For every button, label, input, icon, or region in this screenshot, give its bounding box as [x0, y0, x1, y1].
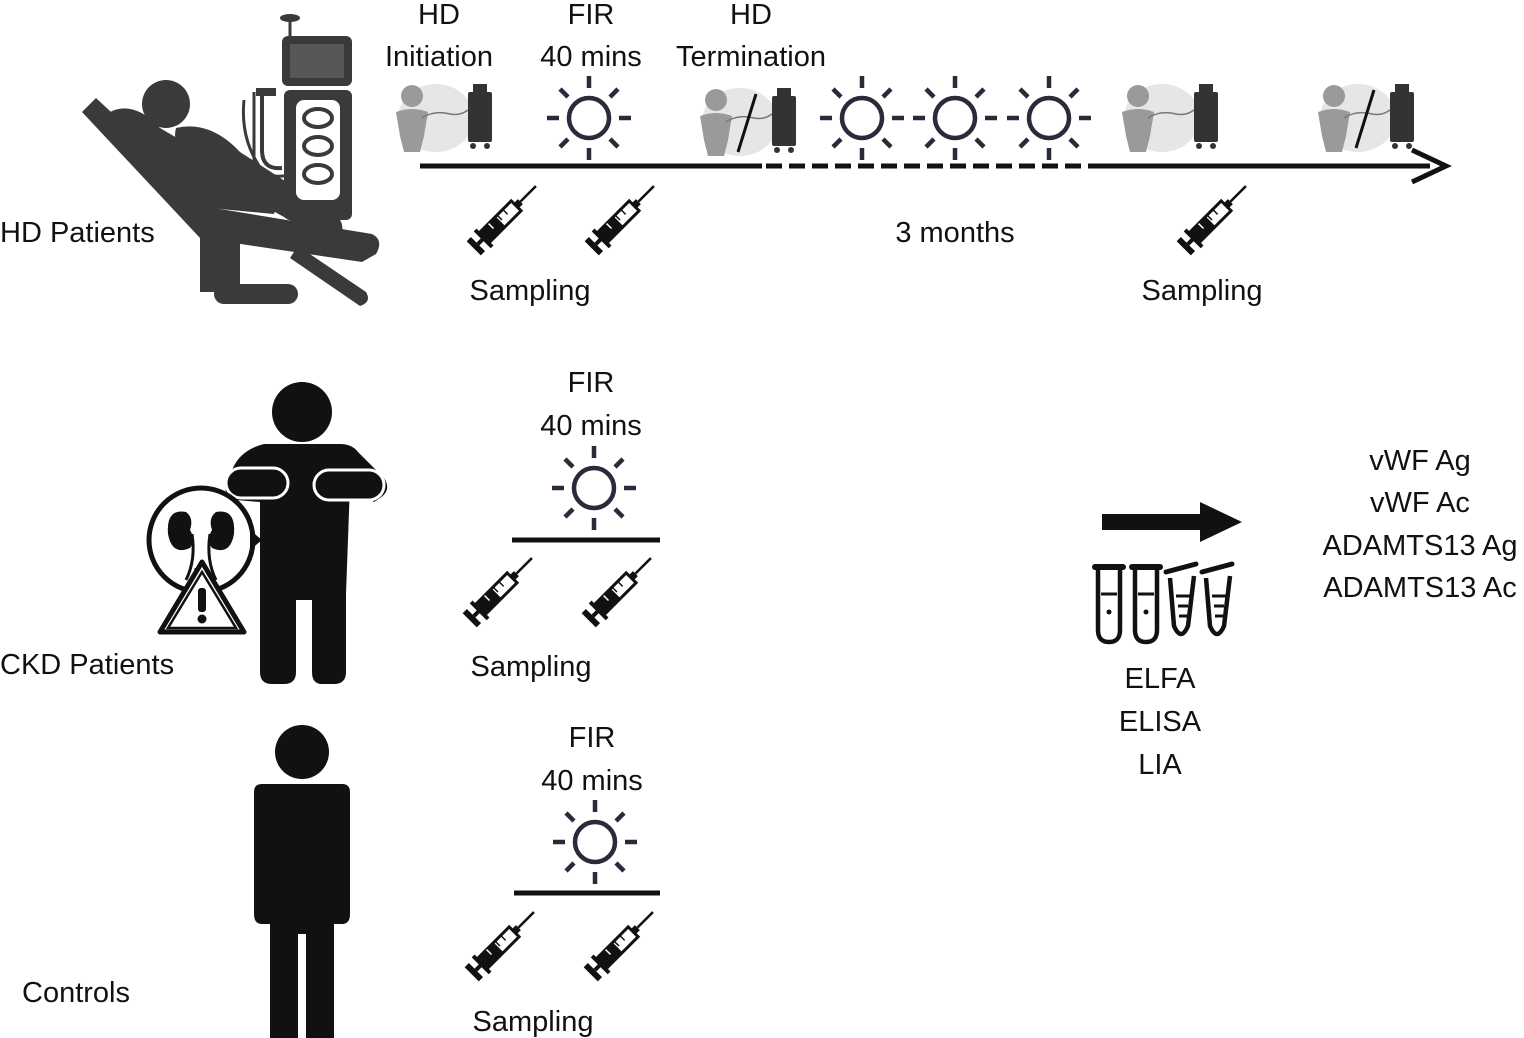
syringe-icon — [1173, 175, 1257, 259]
hd-event-initiation-line1: HD — [418, 0, 460, 31]
test-tube-icon — [1092, 561, 1235, 645]
patient-machine-icon — [1317, 83, 1415, 153]
sun-icon — [913, 76, 997, 160]
person-icon — [224, 382, 388, 684]
ckd-fir-line2: 40 mins — [540, 410, 642, 442]
sun-icon — [1007, 76, 1091, 160]
measure-adamts13-ag: ADAMTS13 Ag — [1322, 530, 1517, 562]
measure-vwf-ag: vWF Ag — [1369, 445, 1471, 477]
sun-icon — [820, 76, 904, 160]
ckd-sampling-label: Sampling — [471, 651, 592, 683]
syringe-icon — [459, 547, 543, 631]
hd-duration-label: 3 months — [895, 217, 1014, 249]
ckd-fir-line1: FIR — [568, 367, 615, 399]
person-icon — [254, 725, 350, 1038]
hd-event-initiation-line2: Initiation — [385, 41, 493, 73]
assay-method-elisa: ELISA — [1119, 706, 1202, 738]
hd-event-fir-line2: 40 mins — [540, 41, 642, 73]
measure-adamts13-ac: ADAMTS13 Ac — [1323, 572, 1516, 604]
patient-machine-icon — [699, 87, 797, 157]
controls-fir-line1: FIR — [569, 722, 616, 754]
hd-sampling-label-2: Sampling — [1142, 275, 1263, 307]
sun-icon — [553, 800, 637, 884]
assay-method-lia: LIA — [1138, 749, 1182, 781]
hd-row-label: HD Patients — [0, 217, 155, 249]
assay-method-elfa: ELFA — [1125, 663, 1197, 695]
controls-fir-line2: 40 mins — [541, 765, 643, 797]
assay-arrow — [1102, 502, 1242, 542]
patient-machine-icon — [1121, 83, 1219, 153]
patient-machine-icon — [395, 83, 493, 153]
hd-event-termination-line2: Termination — [676, 41, 826, 73]
controls-row-label: Controls — [22, 977, 130, 1009]
kidney-warning-icon — [146, 485, 262, 635]
sun-icon — [547, 76, 631, 160]
controls-sampling-label: Sampling — [473, 1006, 594, 1038]
dialysis-chair-icon — [82, 14, 380, 306]
hd-event-termination-line1: HD — [730, 0, 772, 31]
hd-event-fir-line1: FIR — [568, 0, 615, 31]
syringe-icon — [461, 901, 545, 985]
hd-timeline — [420, 147, 1452, 185]
syringe-icon — [578, 547, 662, 631]
measure-vwf-ac: vWF Ac — [1370, 487, 1470, 519]
syringe-icon — [580, 901, 664, 985]
ckd-row-label: CKD Patients — [0, 649, 174, 681]
hd-sampling-label-1: Sampling — [470, 275, 591, 307]
syringe-icon — [581, 175, 665, 259]
syringe-icon — [463, 175, 547, 259]
sun-icon — [552, 446, 636, 530]
